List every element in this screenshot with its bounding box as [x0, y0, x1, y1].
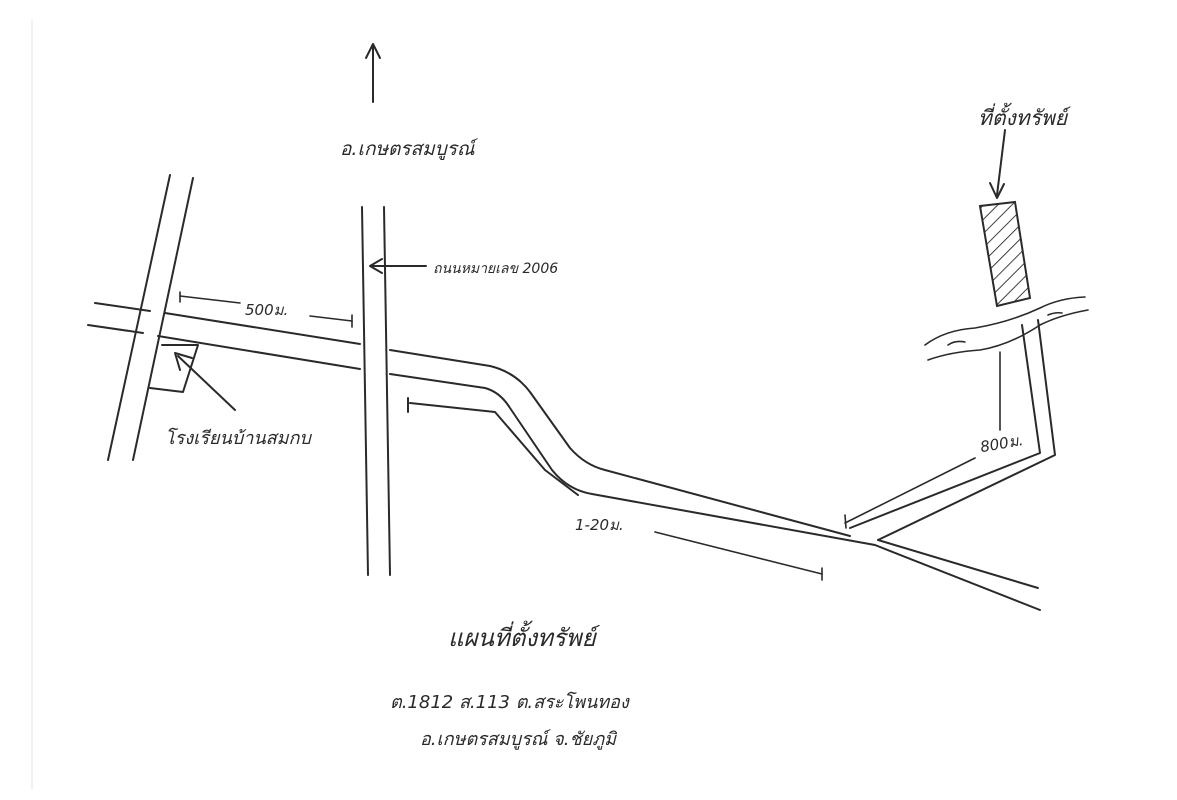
label-distance-800: 800ม.: [979, 431, 1025, 456]
dimension-500: [179, 291, 353, 328]
school-pointer-arrow: [174, 352, 236, 411]
dimension-120: [654, 531, 823, 581]
dimension-800: [844, 351, 1001, 529]
label-school: โรงเรียนบ้านสมกบ: [165, 427, 312, 449]
road-2006: [361, 206, 391, 576]
address-line-2: อ.เกษตรสมบูรณ์ จ.ชัยภูมิ: [420, 729, 618, 750]
access-road: [849, 319, 1056, 541]
road-pointer-arrow: [369, 258, 427, 274]
map-title: แผนที่ตั้งทรัพย์: [448, 620, 601, 652]
north-arrow: [365, 43, 381, 103]
label-distance-120: 1-20ม.: [575, 516, 624, 534]
left-road: [107, 174, 194, 461]
creek: [924, 296, 1089, 361]
label-road-number: ถนนหมายเลข 2006: [433, 261, 558, 277]
address-line-1: ต.1812 ส.113 ต.สระโพนทอง: [390, 691, 630, 713]
label-distance-500: 500ม.: [245, 301, 288, 319]
property-pointer-arrow: [989, 129, 1006, 199]
spur-road: [407, 397, 579, 496]
property-parcel: [978, 200, 1032, 308]
main-road: [87, 302, 1041, 611]
label-north-district: อ.เกษตรสมบูรณ์: [340, 138, 479, 160]
label-property-location: ที่ตั้งทรัพย์: [978, 102, 1071, 130]
